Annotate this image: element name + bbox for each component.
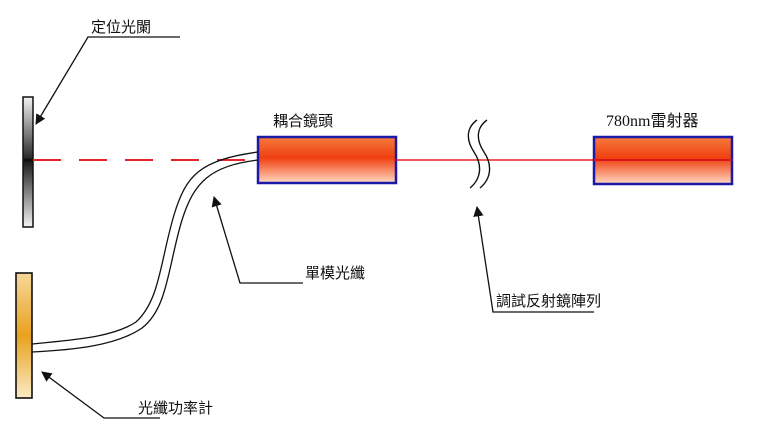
leader-fiber-power-meter <box>41 371 160 419</box>
fiber-power-meter <box>15 272 33 399</box>
label-mirror-array: 調試反射鏡陣列 <box>496 292 601 310</box>
single-mode-fiber <box>31 151 259 353</box>
label-laser: 780nm雷射器 <box>606 112 698 130</box>
coupling-lens <box>256 135 398 185</box>
label-coupling-lens: 耦合鏡頭 <box>273 112 333 130</box>
laser <box>592 135 734 186</box>
mirror-array-break-symbol <box>467 119 491 189</box>
leader-single-mode-fiber <box>211 196 303 284</box>
leader-lines <box>35 36 594 419</box>
label-single-mode-fiber: 單模光纖 <box>305 264 365 282</box>
leader-mirror-array <box>473 205 594 313</box>
label-fiber-power-meter: 光纖功率計 <box>138 399 213 417</box>
label-alignment-aperture: 定位光闌 <box>91 18 151 36</box>
leader-alignment-aperture <box>35 36 180 125</box>
alignment-aperture <box>22 96 34 228</box>
